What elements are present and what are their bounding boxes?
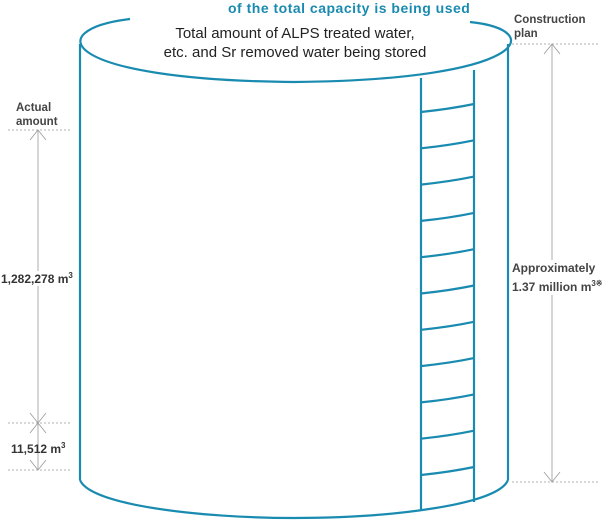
small-amount-value: 11,512 m3: [11, 441, 66, 456]
headline: of the total capacity is being used: [228, 0, 471, 16]
ladder-rung: [420, 393, 475, 404]
tank-title-line1: Total amount of ALPS treated water,: [175, 25, 415, 42]
unit-sup: 3: [68, 271, 73, 280]
ladder-rung: [420, 248, 475, 259]
tank-title-line2: etc. and Sr removed water being stored: [163, 44, 427, 61]
ladder-rung: [420, 175, 475, 186]
ladder-rungs: [420, 102, 475, 477]
unit-sup: 3: [61, 441, 66, 450]
arrowhead: [29, 129, 47, 471]
value-line: Approximately: [512, 261, 596, 275]
ladder-rung: [420, 211, 475, 222]
ladder-rung: [420, 139, 475, 150]
actual-amount-label: Actual amount: [16, 101, 58, 129]
ladder-rung: [420, 357, 475, 368]
ladder-rung: [420, 102, 475, 114]
value-text: 11,512 m: [11, 442, 62, 456]
construction-plan-label: Construction plan: [514, 13, 586, 41]
arrowhead: [543, 43, 561, 483]
ladder-rung: [420, 284, 475, 295]
value-text: 1,282,278 m: [1, 272, 69, 286]
unit-sup: 3※: [591, 279, 603, 288]
tank-top-ellipse: [79, 17, 513, 84]
ladder-rung: [420, 320, 475, 331]
construction-plan-value: Approximately 1.37 million m3※: [512, 260, 603, 295]
ladder-rung: [420, 465, 475, 477]
label-line: amount: [16, 116, 58, 128]
label-line: Construction: [514, 14, 586, 26]
value-line: 1.37 million m: [512, 280, 592, 294]
tank-bottom-arc: [78, 479, 510, 520]
label-line: plan: [514, 28, 538, 40]
tank-title: Total amount of ALPS treated water, etc.…: [150, 24, 440, 62]
ladder-rung: [420, 429, 475, 440]
label-line: Actual: [16, 102, 52, 114]
actual-amount-value: 1,282,278 m3: [1, 271, 73, 286]
